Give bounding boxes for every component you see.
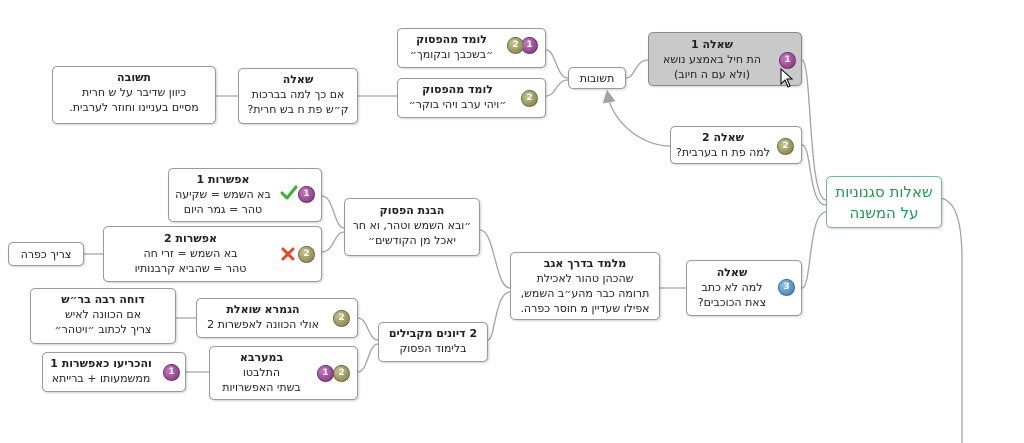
learn-verse-1-line: ״בשכבך ובקומך״	[409, 48, 494, 61]
number-badge-icon: 1	[163, 364, 180, 381]
number-badge-icon: 2	[507, 37, 524, 54]
rabbah-rejects-title: דוחה רבה בר״ש	[61, 293, 145, 306]
mouse-pointer-icon	[780, 68, 794, 88]
in-west-line-2: בשתי האפשרויות	[222, 381, 301, 394]
teaches-incidentally-node[interactable]: מלמד בדרך אגב שהכהן טהור לאכילת תרומה כב…	[510, 252, 660, 320]
option-1-title: אפשרות 1	[196, 173, 250, 186]
number-badge-icon: 2	[333, 310, 350, 327]
question-3-node[interactable]: שאלה למה לא כתב צאת הכוכבים?	[686, 260, 802, 316]
connector-q1-answers	[625, 59, 649, 79]
connector-root-q2	[801, 144, 827, 206]
gemara-asks-line: אולי הכוונה לאפשרות 2	[207, 318, 319, 331]
understanding-title: הבנת הפסוק	[379, 204, 445, 217]
question-3-line-2: צאת הכוכבים?	[697, 296, 767, 309]
rabbah-rejects-line-2: צריך לכתוב ״ויטהר״	[54, 323, 152, 336]
answer-node[interactable]: תשובה כיוון שדיבר על ש חרית מסיים בעניינ…	[52, 66, 216, 124]
connector-answers-verse2	[545, 79, 569, 97]
connector-root-q1	[801, 59, 827, 201]
number-badge-icon: 1	[317, 365, 334, 382]
question-3-line-1: למה לא כתב	[701, 281, 763, 294]
number-badge-icon: 1	[779, 52, 796, 69]
answers-node[interactable]: תשובות	[568, 67, 626, 89]
connector-understanding-opt2	[321, 231, 345, 253]
number-badge-icon: 3	[778, 279, 795, 296]
question-3-title: שאלה	[716, 266, 748, 279]
cross-icon	[281, 247, 295, 261]
connector-answers-verse1	[545, 49, 569, 79]
gemara-asks-node[interactable]: הגמרא שואלת אולי הכוונה לאפשרות 2	[196, 298, 358, 338]
verse-understanding-node[interactable]: הבנת הפסוק ״ובא השמש וטהר, וא חר יאכל מן…	[344, 198, 480, 256]
connector-discussions-gemara	[357, 317, 379, 341]
decided-option-1-node[interactable]: והכריעו כאפשרות 1 ממשמעותו + ברייתא	[42, 352, 186, 392]
decided-title: והכריעו כאפשרות 1	[50, 357, 152, 370]
learn-verse-2-title: לומד מהפסוק	[422, 83, 493, 96]
two-discussions-title: 2 דיונים מקבילים	[388, 327, 478, 340]
number-badge-icon: 2	[521, 90, 538, 107]
root-node[interactable]: שאלות סגנוניות על המשנה	[826, 176, 942, 228]
gemara-asks-title: הגמרא שואלת	[226, 303, 300, 316]
question-2-title: שאלה 2	[701, 131, 745, 144]
answer-line-2: מסיים בעניינו וחוזר לערבית.	[69, 101, 199, 114]
question-title: שאלה	[282, 73, 314, 86]
option-1-line-1: בא השמש = שקיעה	[175, 188, 271, 201]
question-2-line: למה פת ח בערבית?	[675, 146, 771, 159]
connector-teaches-discussions	[487, 291, 511, 341]
understanding-line-1: ״ובא השמש וטהר, וא חר	[352, 219, 472, 232]
decided-line: ממשמעותו + ברייתא	[51, 372, 151, 385]
needs-atonement-node[interactable]: צריך כפרה	[8, 242, 84, 266]
option-2-node[interactable]: אפשרות 2 בא השמש = זרי חה טהר = שהביא קר…	[103, 226, 322, 282]
check-icon	[280, 185, 298, 200]
number-badge-icon: 2	[298, 246, 315, 263]
number-badge-icon: 2	[777, 138, 794, 155]
option-2-line-1: בא השמש = זרי חה	[143, 247, 238, 260]
understanding-line-2: יאכל מן הקודשים״	[368, 234, 456, 247]
question-line-1: אם כך למה בברכות	[251, 88, 345, 101]
option-2-line-2: טהר = שהביא קרבנותיו	[134, 262, 247, 275]
question-line-2: ק״ש פת ח בש חרית?	[247, 103, 349, 116]
question-1-node[interactable]: שאלה 1 הת חיל באמצע נושא (ולא עם ה חיוב)	[648, 32, 802, 86]
option-1-line-2: טהר = גמר היום	[183, 203, 263, 216]
question-1-title: שאלה 1	[690, 38, 734, 51]
needs-atonement-label: צריך כפרה	[20, 248, 72, 261]
teaches-line-3: אפילו שעדיין מ חוסר כפרה.	[520, 302, 650, 315]
connector-root-q3	[801, 211, 827, 289]
connector-root-down	[939, 197, 963, 443]
two-discussions-node[interactable]: 2 דיונים מקבילים בלימוד הפסוק	[378, 322, 488, 362]
in-west-line-1: התלבטו	[242, 366, 281, 379]
teaches-title: מלמד בדרך אגב	[543, 257, 627, 270]
question-1-line-1: הת חיל באמצע נושא	[663, 53, 761, 66]
learn-verse-1-title: לומד מהפסוק	[416, 33, 487, 46]
number-badge-icon: 1	[298, 186, 315, 203]
question-1-line-2: (ולא עם ה חיוב)	[673, 68, 751, 81]
connector-teaches-understanding	[479, 229, 511, 289]
answer-line-1: כיוון שדיבר על ש חרית	[81, 86, 187, 99]
rabbah-rejects-node[interactable]: דוחה רבה בר״ש אם הכוונה לאיש צריך לכתוב …	[30, 288, 176, 344]
teaches-line-2: תרומה כבר מהע״ב השמש,	[520, 287, 650, 300]
rabbah-rejects-line-1: אם הכוונה לאיש	[64, 308, 142, 321]
root-line-1: שאלות סגנוניות	[835, 183, 933, 201]
root-line-2: על המשנה	[849, 204, 919, 222]
answer-title: תשובה	[117, 71, 151, 84]
option-2-title: אפשרות 2	[164, 232, 217, 245]
question-node[interactable]: שאלה אם כך למה בברכות ק״ש פת ח בש חרית?	[238, 68, 358, 124]
connector-q2-answers-arrow	[602, 89, 671, 147]
teaches-line-1: שהכהן טהור לאכילת	[536, 272, 634, 285]
in-west-title: במערבא	[239, 351, 284, 364]
connector-understanding-opt1	[321, 195, 345, 229]
number-badge-icon: 2	[333, 365, 350, 382]
learn-verse-2-line: ״ויהי ערב ויהי בוקר״	[408, 98, 507, 111]
answers-label: תשובות	[579, 72, 615, 85]
connector-discussions-west	[357, 343, 379, 373]
two-discussions-line: בלימוד הפסוק	[399, 342, 467, 355]
option-1-node[interactable]: אפשרות 1 בא השמש = שקיעה טהר = גמר היום	[168, 168, 322, 222]
